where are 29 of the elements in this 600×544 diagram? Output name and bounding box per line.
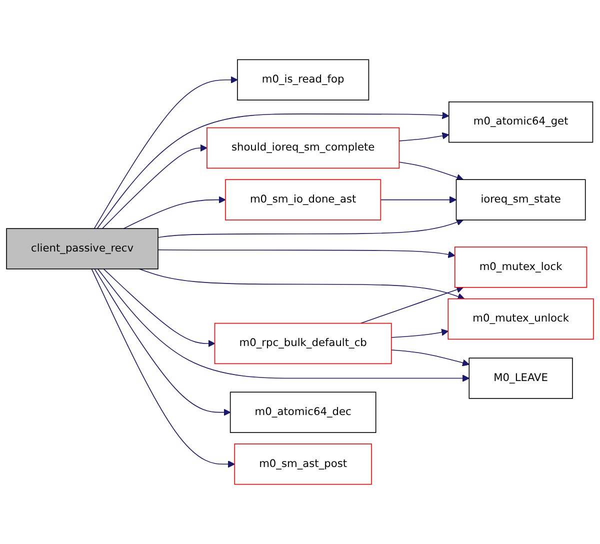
node-box: ioreq_sm_state <box>456 179 586 220</box>
arrow <box>123 196 226 229</box>
node-box: m0_mutex_lock <box>454 246 588 288</box>
arrow <box>102 144 208 229</box>
node-box: m0_rpc_bulk_default_cb <box>214 322 392 364</box>
node-box: should_ioreq_sm_complete <box>206 127 400 169</box>
arrow <box>158 249 456 258</box>
arrow <box>97 268 470 382</box>
arrow <box>390 328 448 338</box>
arrow <box>94 268 231 416</box>
node-box: M0_LEAVE <box>468 358 573 399</box>
arrow <box>91 268 235 468</box>
arrow <box>398 162 464 181</box>
arrow <box>360 286 464 324</box>
node-box: m0_mutex_unlock <box>448 298 594 340</box>
node-box: m0_sm_io_done_ast <box>225 179 382 220</box>
node-box: m0_sm_ast_post <box>234 444 372 485</box>
arrow <box>138 268 465 300</box>
node-box: client_passive_recv <box>6 228 158 270</box>
arrow <box>380 196 457 204</box>
arrow <box>94 76 238 229</box>
node-box: m0_atomic64_get <box>448 101 594 143</box>
arrow <box>96 112 450 229</box>
node-box: m0_atomic64_dec <box>230 392 376 433</box>
node-box: m0_is_read_fop <box>237 59 370 100</box>
arrow <box>398 132 450 142</box>
arrow <box>390 350 470 366</box>
arrow <box>103 268 216 348</box>
arrow <box>158 218 464 238</box>
